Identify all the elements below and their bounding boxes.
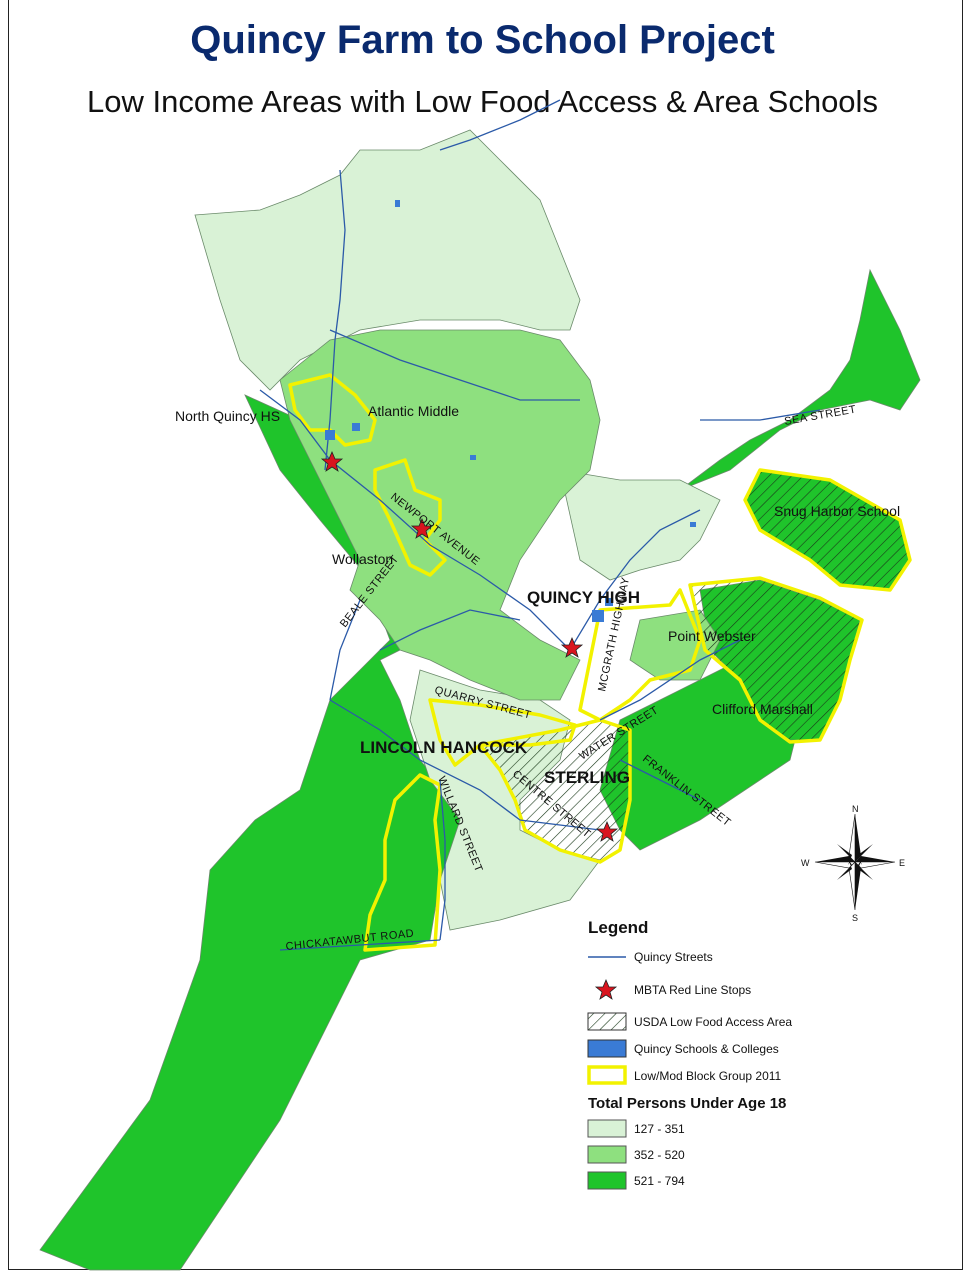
- legend-item-lowmod: Low/Mod Block Group 2011: [634, 1069, 782, 1083]
- legend-class-1: 127 - 351: [634, 1122, 685, 1136]
- hatch-point-webster: [690, 578, 862, 742]
- legend-item-streets: Quincy Streets: [634, 950, 713, 964]
- legend-title: Legend: [588, 918, 648, 937]
- mbta-stop-north-quincy: [320, 450, 344, 472]
- label-point-webster: Point Webster: [668, 628, 756, 644]
- legend-star-icon: [594, 978, 618, 1000]
- label-north-quincy-hs: North Quincy HS: [175, 408, 280, 424]
- legend-class-2-swatch: [587, 1145, 627, 1164]
- legend-hatch-icon: [587, 1012, 627, 1031]
- label-quincy-high: QUINCY HIGH: [527, 588, 640, 607]
- region-dark-east-peninsula: [679, 268, 921, 491]
- label-wollaston: Wollaston: [332, 551, 393, 567]
- legend-item-usda: USDA Low Food Access Area: [634, 1015, 792, 1029]
- mbta-stop-wollaston: [410, 517, 434, 539]
- compass-n: N: [852, 804, 859, 814]
- legend-class-3-swatch: [587, 1171, 627, 1190]
- map-subtitle: Low Income Areas with Low Food Access & …: [87, 84, 878, 119]
- label-atlantic-middle: Atlantic Middle: [368, 403, 459, 419]
- region-light-center: [559, 469, 721, 581]
- compass-w: W: [801, 858, 810, 868]
- legend-lowmod-icon: [587, 1065, 627, 1085]
- map-title: Quincy Farm to School Project: [190, 18, 775, 62]
- legend-class-3: 521 - 794: [634, 1174, 685, 1188]
- compass-rose-icon: N S E W: [801, 804, 905, 923]
- label-clifford-marshall: Clifford Marshall: [712, 701, 813, 717]
- compass-s: S: [852, 913, 858, 923]
- mbta-stop-quincy-center: [560, 636, 584, 658]
- compass-e: E: [899, 858, 905, 868]
- schools-colleges: [325, 200, 696, 622]
- label-snug-harbor-school: Snug Harbor School: [774, 503, 900, 519]
- label-sterling: STERLING: [544, 768, 630, 787]
- mbta-stop-quincy-adams: [595, 820, 619, 842]
- mbta-stops: [320, 450, 619, 842]
- legend-class-1-swatch: [587, 1119, 627, 1138]
- lowmod-outlines: [288, 373, 912, 952]
- hatch-sterling: [480, 720, 630, 862]
- map-frame: [8, 0, 963, 1270]
- quincy-streets: [259, 99, 821, 951]
- legend-item-schools: Quincy Schools & Colleges: [634, 1042, 779, 1056]
- hatch-snug-harbor: [745, 470, 910, 590]
- legend-item-mbta: MBTA Red Line Stops: [634, 983, 751, 997]
- legend-school-icon: [587, 1039, 627, 1058]
- legend-population-title: Total Persons Under Age 18: [588, 1095, 786, 1112]
- label-lincoln-hancock: LINCOLN HANCOCK: [360, 738, 528, 757]
- legend-class-2: 352 - 520: [634, 1148, 685, 1162]
- legend: Legend Quincy Streets MBTA Red Line Stop…: [587, 918, 792, 1190]
